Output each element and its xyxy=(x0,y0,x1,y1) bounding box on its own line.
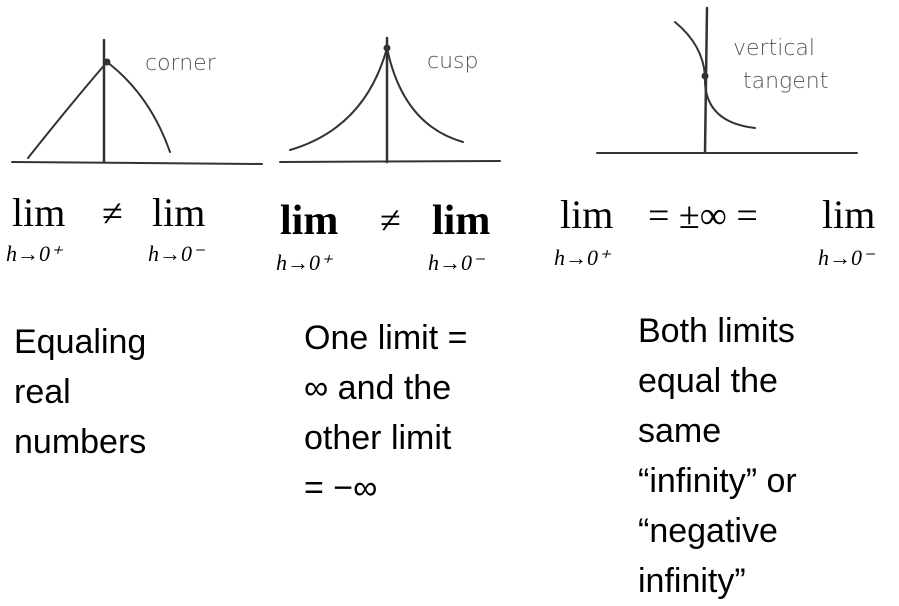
plus-minus-infinity: = ±∞ = xyxy=(648,195,758,237)
corner-sketch: corner xyxy=(11,38,263,165)
corner-point xyxy=(103,58,111,66)
description-line: Equaling xyxy=(14,323,147,361)
left-lim: lim xyxy=(560,192,614,237)
right-lim: lim xyxy=(432,198,491,244)
corner-description: Equaling real numbers xyxy=(14,317,146,467)
cusp-curve-right xyxy=(386,47,464,143)
description-line: real xyxy=(14,373,71,411)
description-line: = −∞ xyxy=(304,469,378,507)
cusp-label: cusp xyxy=(427,49,478,74)
left-sub: h→0⁺ xyxy=(276,250,332,275)
tangent-label: tangent xyxy=(743,69,828,94)
description-line: ∞ and the xyxy=(304,369,452,407)
cusp-limit-equation: lim h→0⁺ ≠ lim h→0⁻ xyxy=(270,190,530,280)
vertical-label: vertical xyxy=(733,36,815,61)
description-line: numbers xyxy=(14,423,147,461)
left-sub: h→0⁺ xyxy=(554,245,610,270)
description-line: One limit = xyxy=(304,319,468,357)
right-lim: lim xyxy=(822,192,876,237)
corner-label: corner xyxy=(145,51,217,76)
cusp-curve-left xyxy=(289,47,388,151)
vertical-tangent-sketch: vertical tangent xyxy=(596,6,858,155)
right-sub: h→0⁻ xyxy=(818,245,874,270)
left-lim: lim xyxy=(280,198,339,244)
description-line: other limit xyxy=(304,419,452,457)
relation-sign: ≠ xyxy=(380,200,401,242)
right-lim: lim xyxy=(152,190,206,235)
vertical-tangent-description: Both limits equal the same “infinity” or… xyxy=(638,306,797,606)
description-line: infinity” xyxy=(638,562,746,600)
y-axis-line xyxy=(703,6,709,155)
left-lim: lim xyxy=(12,190,66,235)
x-axis-line xyxy=(279,160,501,163)
cusp-sketch: cusp xyxy=(279,36,501,164)
description-line: Both limits xyxy=(638,312,795,350)
right-sub: h→0⁻ xyxy=(428,250,484,275)
left-sub: h→0⁺ xyxy=(6,241,62,266)
description-line: “negative xyxy=(638,512,778,550)
corner-limit-equation: lim h→0⁺ ≠ lim h→0⁻ xyxy=(0,185,280,275)
description-line: “infinity” or xyxy=(638,462,797,500)
corner-curve xyxy=(27,61,171,159)
relation-sign: ≠ xyxy=(102,193,123,235)
tangent-point xyxy=(701,72,709,80)
description-line: same xyxy=(638,412,722,450)
x-axis-line xyxy=(11,161,263,165)
description-line: equal the xyxy=(638,362,778,400)
cusp-description: One limit = ∞ and the other limit = −∞ xyxy=(304,313,467,513)
cusp-point xyxy=(383,44,391,52)
right-sub: h→0⁻ xyxy=(148,241,204,266)
vertical-tangent-limit-equation: lim h→0⁺ = ±∞ = lim h→0⁻ xyxy=(550,187,899,277)
